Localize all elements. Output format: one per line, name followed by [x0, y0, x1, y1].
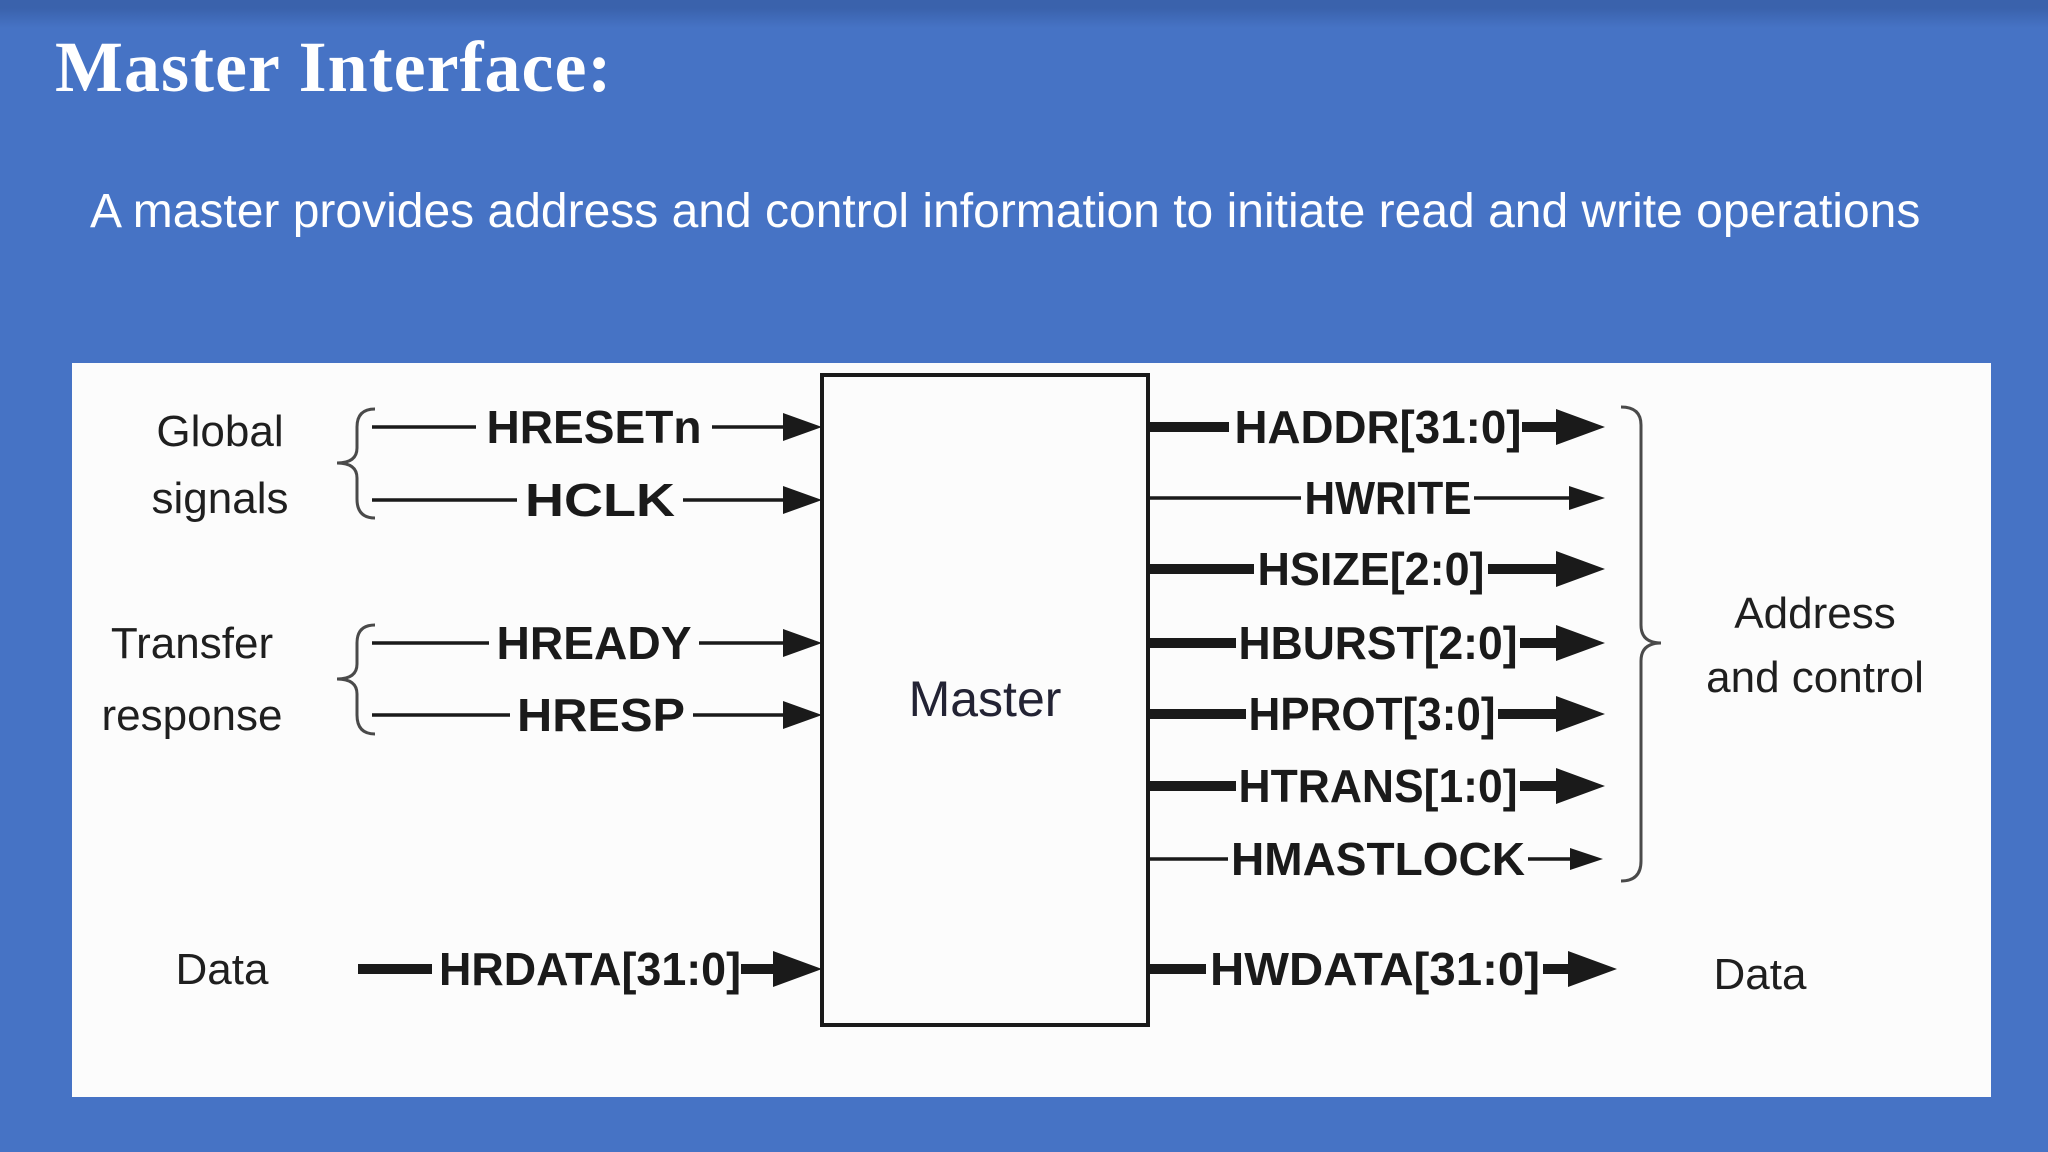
hclk-signal-label: HCLK	[525, 474, 675, 526]
transfer-response-label-line2: response	[101, 691, 282, 740]
hresetn-signal-label: HRESETn	[487, 401, 702, 453]
signal-row-haddr: HADDR[31:0]	[1148, 401, 1605, 453]
hprot-signal-label: HPROT[3:0]	[1249, 688, 1496, 740]
haddr-signal-label: HADDR[31:0]	[1235, 401, 1522, 453]
hwrite-signal-label: HWRITE	[1305, 472, 1472, 524]
signal-row-hresp: HRESP	[372, 689, 822, 741]
address-control-brace	[1620, 405, 1662, 883]
hrdata-arrow-icon	[773, 951, 822, 987]
hsize-signal-label: HSIZE[2:0]	[1258, 543, 1485, 595]
diagram-panel: Master Global signals Transfer response …	[72, 363, 1991, 1097]
signal-row-htrans: HTRANS[1:0]	[1148, 760, 1605, 812]
hclk-arrow-icon	[783, 486, 822, 514]
page-title: Master Interface:	[55, 27, 613, 107]
data-right-label: Data	[1714, 950, 1807, 999]
hsize-arrow-icon	[1556, 551, 1605, 587]
data-left-label: Data	[176, 945, 269, 994]
hmastlock-arrow-icon	[1570, 848, 1603, 870]
master-interface-diagram: Master Global signals Transfer response …	[101, 373, 1924, 1027]
global-signals-label-line2: signals	[152, 474, 289, 523]
signal-row-hresetn: HRESETn	[372, 401, 822, 453]
address-control-label-line2: and control	[1706, 653, 1924, 702]
hready-arrow-icon	[783, 629, 822, 657]
htrans-arrow-icon	[1556, 768, 1605, 804]
global-signals-label: Global signals	[152, 407, 289, 523]
hmastlock-signal-label: HMASTLOCK	[1231, 833, 1525, 885]
signal-row-hburst: HBURST[2:0]	[1148, 617, 1605, 669]
hburst-signal-label: HBURST[2:0]	[1239, 617, 1518, 669]
global-signals-label-line1: Global	[156, 407, 283, 456]
master-box-label: Master	[909, 671, 1062, 727]
hwdata-signal-label: HWDATA[31:0]	[1210, 943, 1540, 995]
haddr-arrow-icon	[1556, 409, 1605, 445]
transfer-response-label-line1: Transfer	[111, 619, 273, 668]
signal-row-hwrite: HWRITE	[1148, 472, 1605, 524]
signal-row-hrdata: HRDATA[31:0]	[358, 943, 822, 995]
htrans-signal-label: HTRANS[1:0]	[1239, 760, 1518, 812]
global-signals-brace	[336, 407, 376, 520]
signal-row-hready: HREADY	[372, 617, 822, 669]
hwdata-arrow-icon	[1568, 951, 1617, 987]
transfer-response-label: Transfer response	[101, 619, 282, 740]
signal-row-hwdata: HWDATA[31:0]	[1148, 943, 1617, 995]
signal-row-hclk: HCLK	[372, 474, 822, 526]
signal-row-hmastlock: HMASTLOCK	[1148, 833, 1603, 885]
body-text: A master provides address and control in…	[90, 185, 1921, 238]
hresetn-arrow-icon	[783, 413, 822, 441]
hresp-signal-label: HRESP	[517, 689, 685, 741]
signal-row-hprot: HPROT[3:0]	[1148, 688, 1605, 740]
signal-row-hsize: HSIZE[2:0]	[1148, 543, 1605, 595]
address-control-label: Address and control	[1706, 589, 1924, 702]
hready-signal-label: HREADY	[497, 617, 692, 669]
master-box	[820, 373, 1150, 1027]
hburst-arrow-icon	[1556, 625, 1605, 661]
address-control-label-line1: Address	[1734, 589, 1895, 638]
transfer-response-brace	[336, 623, 376, 736]
hprot-arrow-icon	[1556, 696, 1605, 732]
hrdata-signal-label: HRDATA[31:0]	[439, 943, 741, 995]
hresp-arrow-icon	[783, 701, 822, 729]
hwrite-arrow-icon	[1569, 486, 1605, 510]
